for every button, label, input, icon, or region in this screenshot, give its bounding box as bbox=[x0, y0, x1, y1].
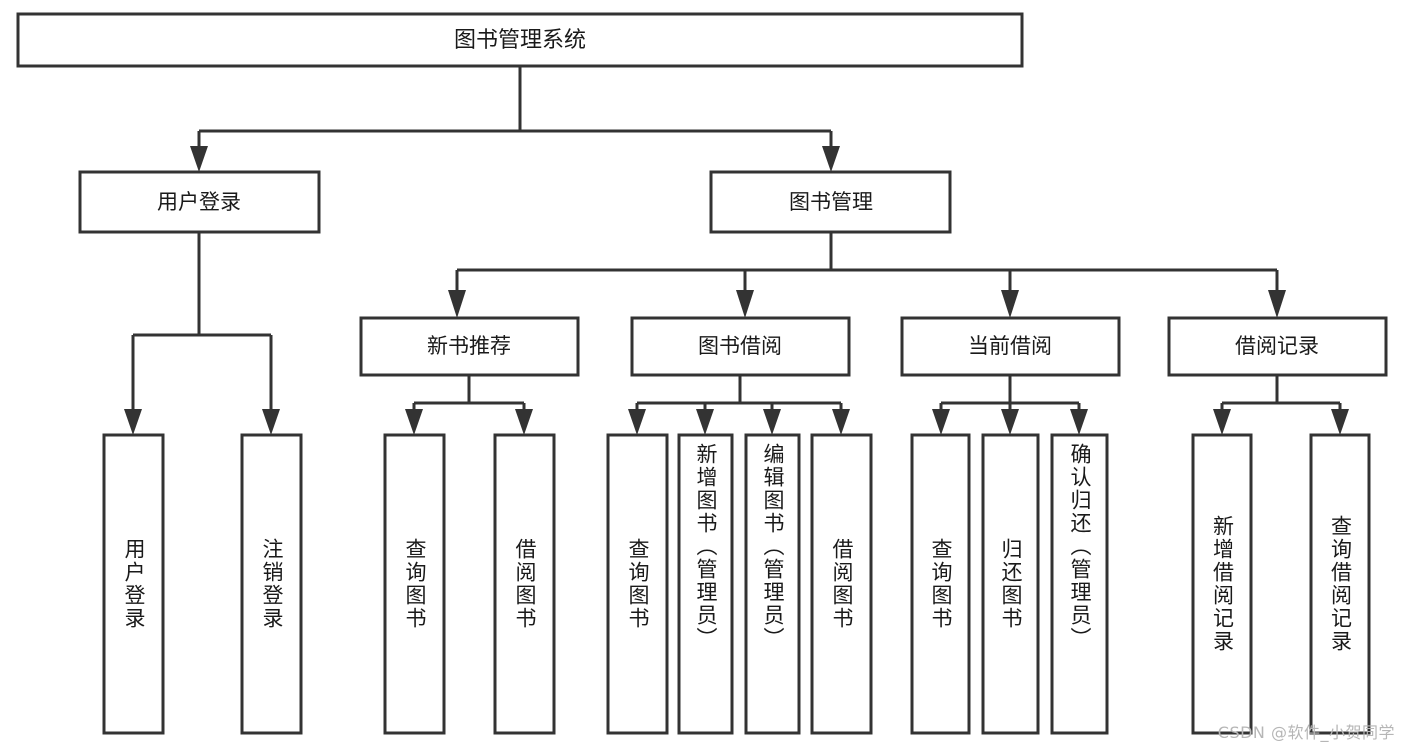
node-new-book-recommend-box[interactable] bbox=[359, 316, 580, 377]
arrow-head-bookborrow-leaf-4 bbox=[832, 409, 850, 435]
leaf-box-current-query[interactable] bbox=[910, 433, 971, 735]
arrow-head-user-login bbox=[190, 146, 208, 172]
node-book-management-label: 图书管理 bbox=[789, 190, 873, 214]
leaf-box-user-login[interactable] bbox=[102, 433, 165, 735]
node-new-book-recommend[interactable]: 新书推荐 bbox=[359, 316, 580, 377]
node-book-borrow-label: 图书借阅 bbox=[698, 334, 782, 358]
node-current-borrow-box[interactable] bbox=[900, 316, 1121, 377]
arrow-head-book-mgmt bbox=[822, 146, 840, 172]
leaf-box-borrow-lend[interactable] bbox=[810, 433, 873, 735]
node-new-book-recommend-label: 新书推荐 bbox=[427, 334, 511, 358]
connector-layer bbox=[124, 66, 1349, 435]
arrow-head-currentborrow-leaf-2 bbox=[1001, 409, 1019, 435]
leaf-box-logout[interactable] bbox=[240, 433, 303, 735]
arrow-head-borrowrecord-leaf-2 bbox=[1331, 409, 1349, 435]
arrow-head-bookborrow-leaf-3 bbox=[763, 409, 781, 435]
node-book-management[interactable]: 图书管理 bbox=[709, 170, 952, 234]
arrow-head-newbook-leaf-1 bbox=[405, 409, 423, 435]
node-borrow-record[interactable]: 借阅记录 bbox=[1167, 316, 1388, 377]
node-user-login[interactable]: 用户登录 bbox=[78, 170, 321, 234]
arrow-head-new-book bbox=[448, 290, 466, 318]
node-root[interactable]: 图书管理系统 bbox=[16, 12, 1024, 68]
leaf-box-borrow-add[interactable] bbox=[677, 433, 734, 735]
leaf-box-record-query[interactable] bbox=[1309, 433, 1371, 735]
leaf-box-current-confirm[interactable] bbox=[1050, 433, 1109, 735]
arrow-head-leaf-user-login bbox=[124, 409, 142, 435]
arrow-head-bookborrow-leaf-1 bbox=[628, 409, 646, 435]
leaf-box-record-add[interactable] bbox=[1191, 433, 1253, 735]
leaf-box-newbook-borrow[interactable] bbox=[493, 433, 556, 735]
arrow-head-current-borrow bbox=[1001, 290, 1019, 318]
leaf-box-borrow-edit[interactable] bbox=[744, 433, 801, 735]
csdn-watermark: CSDN @软件_小贺同学 bbox=[1217, 723, 1395, 742]
node-layer: 图书管理系统 用户登录 图书管理 新书推荐 图书借阅 bbox=[16, 12, 1388, 735]
arrow-head-leaf-logout bbox=[262, 409, 280, 435]
node-root-box[interactable] bbox=[16, 12, 1024, 68]
arrow-head-currentborrow-leaf-1 bbox=[932, 409, 950, 435]
leaf-box-newbook-query[interactable] bbox=[383, 433, 446, 735]
node-user-login-label: 用户登录 bbox=[157, 190, 241, 214]
leaf-box-borrow-query[interactable] bbox=[606, 433, 669, 735]
node-current-borrow[interactable]: 当前借阅 bbox=[900, 316, 1121, 377]
node-current-borrow-label: 当前借阅 bbox=[968, 334, 1052, 358]
node-book-management-box[interactable] bbox=[709, 170, 952, 234]
arrow-head-currentborrow-leaf-3 bbox=[1070, 409, 1088, 435]
node-user-login-box[interactable] bbox=[78, 170, 321, 234]
node-root-label: 图书管理系统 bbox=[454, 28, 586, 53]
arrow-head-bookborrow-leaf-2 bbox=[696, 409, 714, 435]
arrow-head-newbook-leaf-2 bbox=[515, 409, 533, 435]
node-book-borrow-box[interactable] bbox=[630, 316, 851, 377]
leaf-box-current-return[interactable] bbox=[981, 433, 1040, 735]
node-book-borrow[interactable]: 图书借阅 bbox=[630, 316, 851, 377]
arrow-head-book-borrow bbox=[736, 290, 754, 318]
node-borrow-record-box[interactable] bbox=[1167, 316, 1388, 377]
arrow-head-borrow-record bbox=[1268, 290, 1286, 318]
arrow-head-borrowrecord-leaf-1 bbox=[1213, 409, 1231, 435]
node-borrow-record-label: 借阅记录 bbox=[1235, 334, 1319, 358]
